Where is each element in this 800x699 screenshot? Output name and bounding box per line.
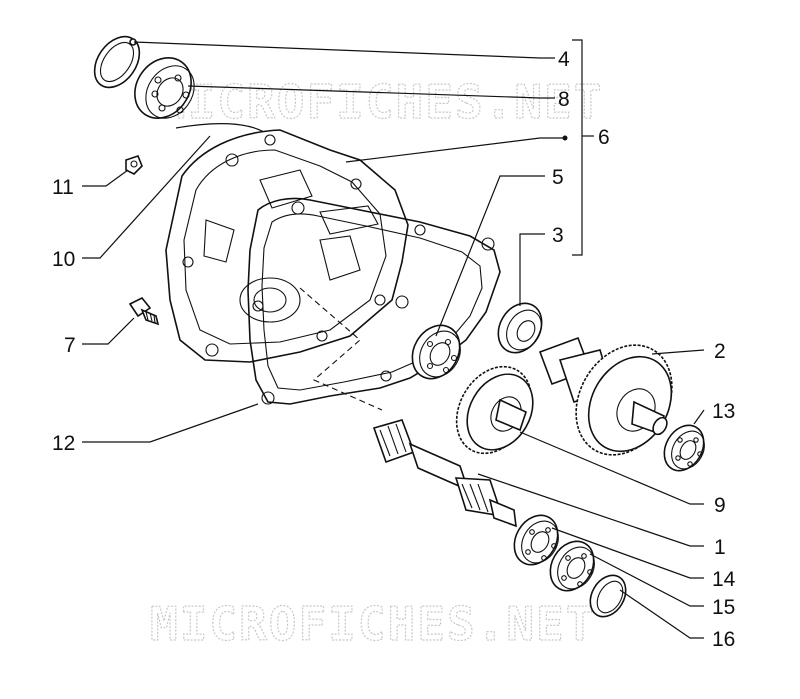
leader-5	[435, 175, 545, 337]
callout-15: 15	[712, 596, 735, 619]
leader-15	[589, 553, 704, 607]
watermark-bottom: MICROFICHES.NET	[150, 597, 595, 651]
leader-16	[619, 589, 704, 639]
leader-14	[551, 527, 704, 579]
bolt-part-7	[128, 296, 160, 326]
leader-12	[82, 403, 259, 443]
callout-14: 14	[712, 568, 736, 591]
callout-3: 3	[552, 224, 564, 247]
housing-cover-part-6	[165, 129, 409, 363]
leader-13	[693, 409, 705, 425]
callout-12: 12	[52, 432, 75, 455]
callout-5: 5	[552, 166, 564, 189]
callout-9: 9	[714, 494, 726, 517]
leader-9	[519, 431, 704, 505]
leader-lines	[82, 41, 705, 639]
circlip-part-16	[589, 574, 627, 618]
leader-3	[519, 233, 545, 306]
bearing-part-15	[549, 540, 595, 592]
watermark-top: MICROFICHES.NET	[158, 75, 603, 129]
gear-part-9	[455, 365, 534, 455]
oil-seal-part-3	[497, 302, 543, 354]
callout-2: 2	[714, 340, 726, 363]
leader-11	[82, 169, 129, 187]
leader-7	[82, 317, 135, 345]
callout-4: 4	[558, 48, 570, 71]
circlip-part-4	[93, 35, 141, 89]
bearing-part-14	[513, 514, 559, 566]
callout-8: 8	[558, 88, 570, 111]
callout-labels: 4 8 6 5 11 3 10 7 2 13 12 9 1 14 15 16	[52, 48, 736, 651]
gear-shaft-part-2	[538, 336, 673, 456]
clip-part-11	[125, 155, 143, 175]
leader-10	[82, 135, 211, 259]
callout-16: 16	[712, 628, 735, 651]
callout-6: 6	[598, 126, 610, 149]
callout-10: 10	[52, 248, 75, 271]
leader-2	[651, 349, 705, 355]
callout-1: 1	[714, 536, 726, 559]
leader-6-dot	[562, 135, 568, 141]
leader-8	[187, 85, 555, 99]
group-bracket	[572, 39, 594, 256]
main-shaft-part-1	[372, 419, 517, 528]
leader-6	[345, 137, 565, 163]
leader-4	[133, 41, 555, 59]
leader-1	[477, 473, 704, 547]
bearing-part-8	[134, 57, 195, 119]
callout-7: 7	[64, 334, 76, 357]
gasket-part-12	[247, 197, 501, 411]
callout-13: 13	[712, 400, 735, 423]
bearing-part-5	[411, 324, 461, 380]
bearing-part-13	[663, 424, 705, 472]
callout-11: 11	[52, 176, 74, 199]
